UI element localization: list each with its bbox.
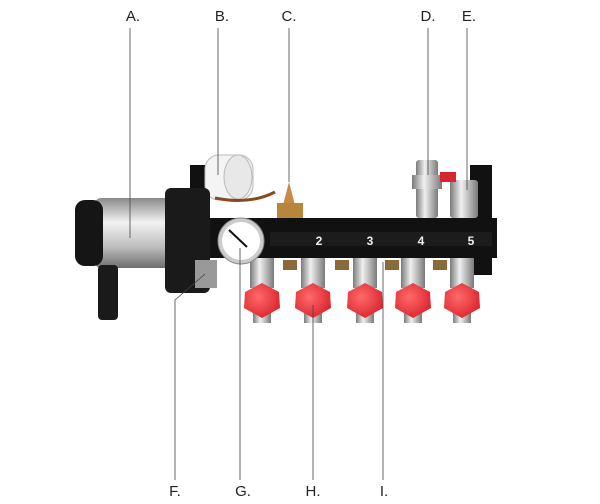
valve-e xyxy=(440,172,478,218)
label-h: H. xyxy=(306,483,321,500)
outlet-valve xyxy=(395,258,431,323)
leader-line-f xyxy=(174,273,206,480)
label-e: E. xyxy=(462,8,476,25)
circulation-pump-a xyxy=(75,188,217,320)
label-d: D. xyxy=(421,8,436,25)
label-c: C. xyxy=(282,8,297,25)
outlet-number: 2 xyxy=(316,234,323,248)
outlet-valve xyxy=(244,258,280,323)
outlet-valve xyxy=(444,258,480,323)
outlet-valve xyxy=(347,258,383,323)
temperature-gauge-g xyxy=(217,217,265,265)
outlet-valves xyxy=(244,258,480,323)
label-a: A. xyxy=(126,8,140,25)
outlet-number: 3 xyxy=(367,234,374,248)
label-f: F. xyxy=(169,483,181,500)
label-b: B. xyxy=(215,8,229,25)
label-i: I. xyxy=(380,483,388,500)
mixing-valve-actuator-b xyxy=(190,154,276,202)
outlet-number: 4 xyxy=(418,234,425,248)
valve-d xyxy=(412,160,442,218)
thermostat-sensor-c xyxy=(277,182,303,218)
label-g: G. xyxy=(235,483,251,500)
outlet-number: 5 xyxy=(468,234,475,248)
manifold-label-strip xyxy=(270,232,492,246)
outlet-valve xyxy=(295,258,331,323)
